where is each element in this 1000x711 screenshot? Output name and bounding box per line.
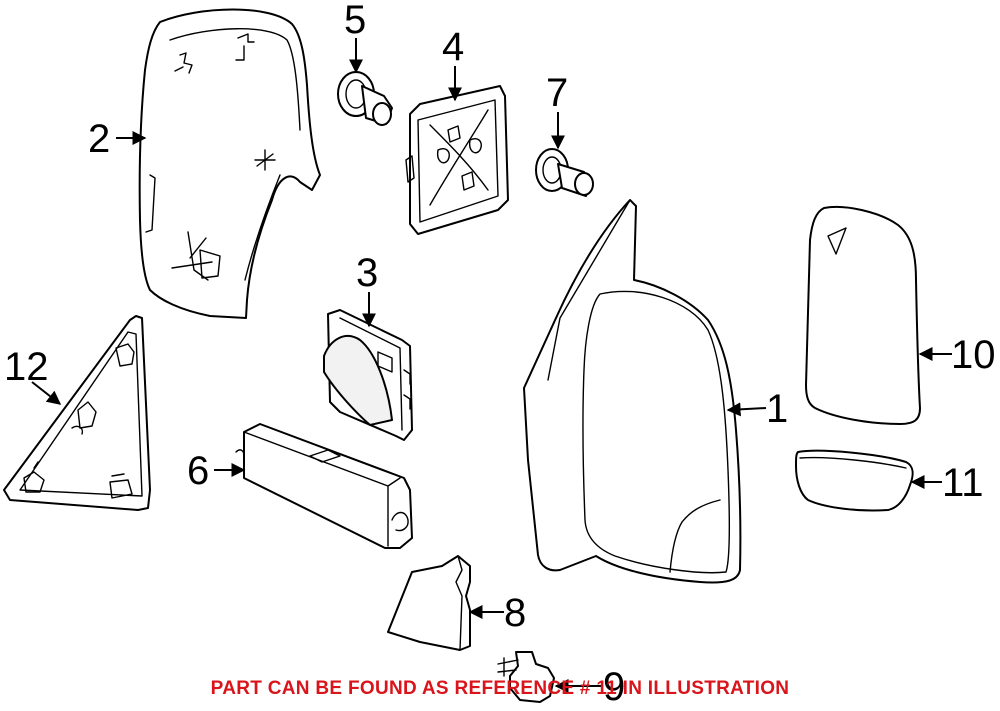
part-7-screw [535, 148, 594, 197]
callout-6: 6 [187, 449, 209, 493]
callout-4: 4 [442, 25, 464, 69]
callout-10: 10 [951, 333, 996, 377]
part-4-mounting-plate [405, 85, 509, 235]
callout-leaders [31, 38, 952, 693]
reference-footnote: PART CAN BE FOUND AS REFERENCE # 11 IN I… [210, 678, 790, 699]
callout-7: 7 [546, 71, 568, 115]
part-10-mirror-glass [805, 206, 921, 425]
part-6-control-module [235, 423, 413, 549]
callout-12: 12 [4, 345, 49, 389]
callout-2: 2 [88, 117, 110, 161]
part-5-screw [337, 71, 393, 126]
callout-3: 3 [356, 251, 378, 295]
part-2-mirror-cover [138, 8, 321, 319]
part-12-triangle-cover [3, 315, 151, 511]
callout-8: 8 [504, 591, 526, 635]
leader-1 [726, 402, 767, 417]
part-8-bracket [387, 555, 471, 651]
part-11-lamp-lens [795, 449, 914, 512]
part-3-motor [323, 309, 413, 441]
callout-9: 9 [603, 665, 625, 709]
callout-1: 1 [766, 387, 788, 431]
part-9-bulb [497, 651, 555, 703]
part-1-mirror-housing [523, 199, 742, 584]
callout-labels: 1 2 3 4 5 6 7 8 9 10 11 12 [4, 0, 996, 709]
leader-12 [31, 381, 62, 405]
callout-11: 11 [942, 461, 984, 505]
callout-5: 5 [344, 0, 366, 42]
